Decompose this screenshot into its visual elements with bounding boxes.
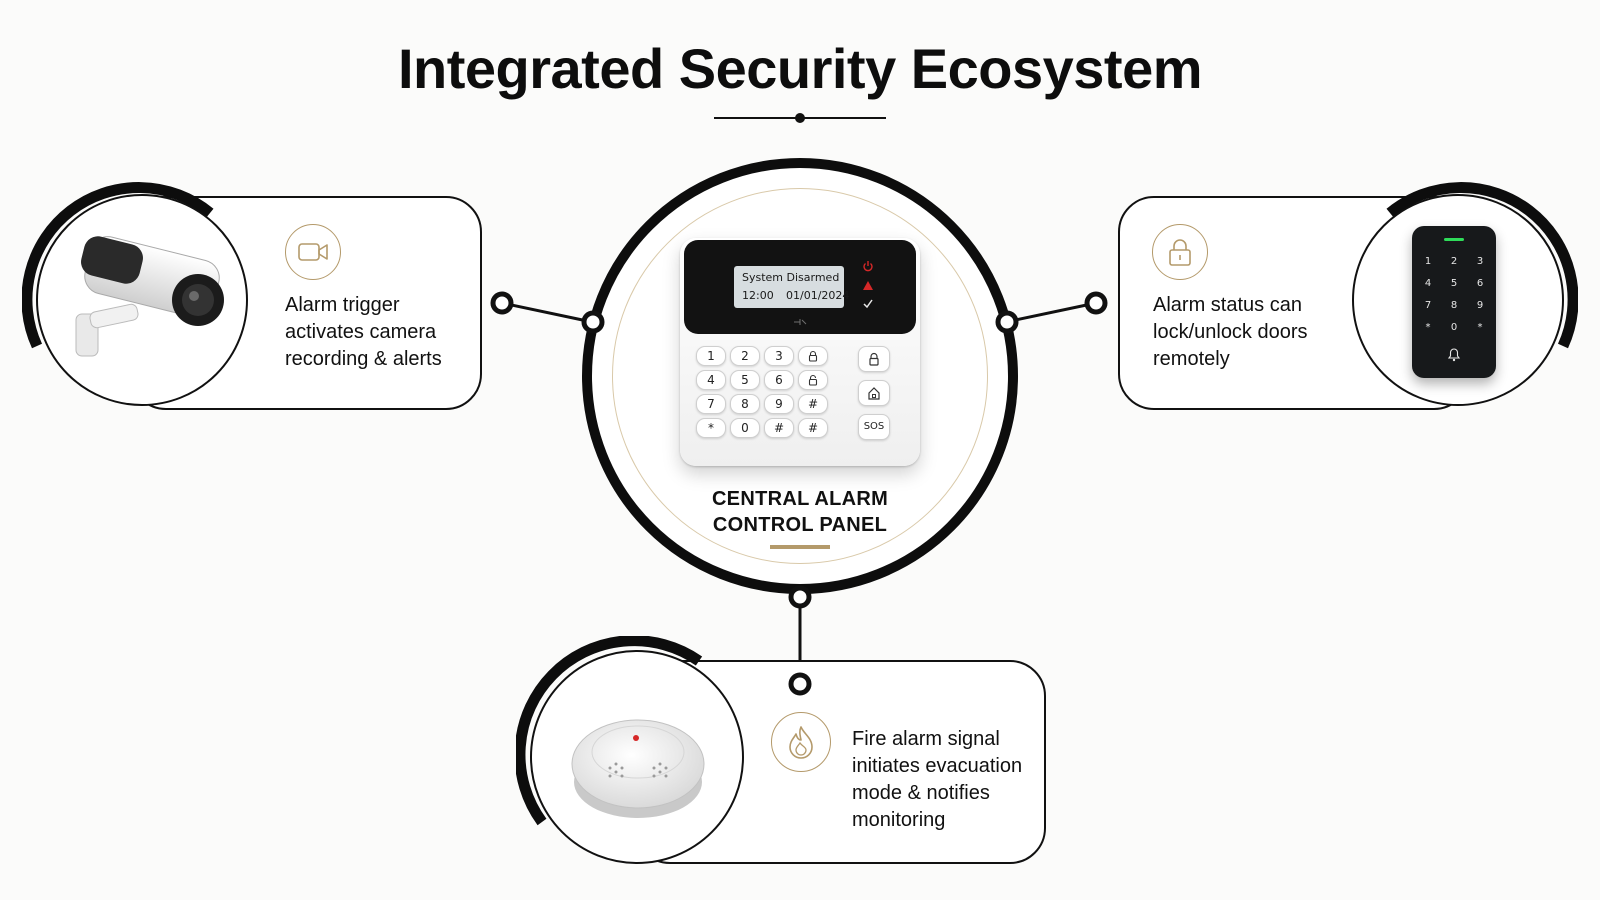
hub-left-node <box>581 310 605 334</box>
keypad-key-8[interactable]: 8 <box>730 394 760 414</box>
keypad-lock-key[interactable] <box>798 346 828 366</box>
smoke-detector-photo <box>530 650 744 864</box>
keypad-key: 8 <box>1450 300 1458 311</box>
title-divider <box>714 113 886 123</box>
keypad-key: 6 <box>1476 278 1484 289</box>
fire-ring-accent <box>516 636 703 826</box>
door-access-keypad: 1 2 3 4 5 6 7 8 9 * 0 * <box>1412 226 1496 378</box>
flame-badge <box>771 712 831 772</box>
hub-inner-ring <box>612 188 988 564</box>
keypad-unlock-key[interactable] <box>798 370 828 390</box>
keypad-key-6[interactable]: 6 <box>764 370 794 390</box>
sos-button[interactable]: SOS <box>858 414 890 440</box>
keypad-key-4[interactable]: 4 <box>696 370 726 390</box>
panel-display-housing: System Disarmed 12:00 01/01/2024 <box>684 240 916 334</box>
hub-label-underline <box>770 545 830 549</box>
camera-description: Alarm trigger activates camera recording… <box>285 294 442 370</box>
camera-ring-accent <box>22 182 214 349</box>
keypad-key: 4 <box>1424 278 1432 289</box>
keypad-key: 9 <box>1476 300 1484 311</box>
brand-logo-icon <box>794 319 807 325</box>
keypad-key-1[interactable]: 1 <box>696 346 726 366</box>
keypad-key: 0 <box>1450 322 1458 333</box>
arm-away-button[interactable] <box>858 346 890 372</box>
lcd-time: 12:00 <box>742 289 774 302</box>
keypad-key-2[interactable]: 2 <box>730 346 760 366</box>
arm-home-button[interactable] <box>858 380 890 406</box>
lcd-status-text: System Disarmed <box>742 271 840 284</box>
keypad-key-9[interactable]: 9 <box>764 394 794 414</box>
padlock-icon <box>1169 239 1191 266</box>
keypad-key: 1 <box>1424 256 1432 267</box>
keypad-key: 7 <box>1424 300 1432 311</box>
keypad-key-hash-3[interactable]: # <box>798 418 828 438</box>
smoke-detector-icon <box>571 719 705 818</box>
keypad-key: 3 <box>1476 256 1484 267</box>
lcd-screen: System Disarmed 12:00 01/01/2024 <box>734 266 849 308</box>
hub-right-node <box>995 310 1019 334</box>
page-title: Integrated Security Ecosystem <box>397 37 1203 100</box>
home-lock-icon <box>868 387 880 400</box>
fire-connector-node <box>788 672 812 696</box>
keypad-key: * <box>1477 322 1483 333</box>
access-description: Alarm status can lock/unlock doors remot… <box>1153 294 1308 370</box>
hub-bottom-node <box>788 585 812 609</box>
checkmark-icon <box>863 299 873 309</box>
keypad-key-star[interactable]: * <box>696 418 726 438</box>
keypad-key-7[interactable]: 7 <box>696 394 726 414</box>
flame-icon <box>789 726 813 759</box>
camera-connector-node <box>490 291 514 315</box>
keypad-key: 5 <box>1450 278 1458 289</box>
lcd-date: 01/01/2024 <box>786 289 850 302</box>
keypad-key-hash-2[interactable]: # <box>798 394 828 414</box>
power-icon <box>863 261 873 272</box>
video-camera-badge <box>285 224 341 280</box>
keypad-status-led <box>1444 238 1464 241</box>
keypad-key-hash[interactable]: # <box>764 418 794 438</box>
keypad-key-3[interactable]: 3 <box>764 346 794 366</box>
warning-icon <box>863 281 873 290</box>
keypad-key-0[interactable]: 0 <box>730 418 760 438</box>
camera-photo <box>36 194 248 406</box>
security-camera-icon <box>75 236 224 357</box>
video-camera-icon <box>298 243 328 261</box>
padlock-badge <box>1152 224 1208 280</box>
access-connector-node <box>1084 291 1108 315</box>
fire-description: Fire alarm signal initiates evacuation m… <box>852 728 1023 831</box>
lock-icon <box>869 352 879 366</box>
keypad-key-5[interactable]: 5 <box>730 370 760 390</box>
keypad-key: * <box>1425 322 1431 333</box>
alarm-control-panel: System Disarmed 12:00 01/01/2024 1 2 3 4… <box>680 238 920 466</box>
access-ring-accent <box>1386 182 1578 349</box>
central-panel-label: CENTRAL ALARM CONTROL PANEL <box>711 488 889 536</box>
keypad-key: 2 <box>1450 256 1458 267</box>
lock-icon <box>808 350 818 362</box>
bell-icon <box>1447 348 1461 362</box>
unlock-icon <box>808 374 818 386</box>
